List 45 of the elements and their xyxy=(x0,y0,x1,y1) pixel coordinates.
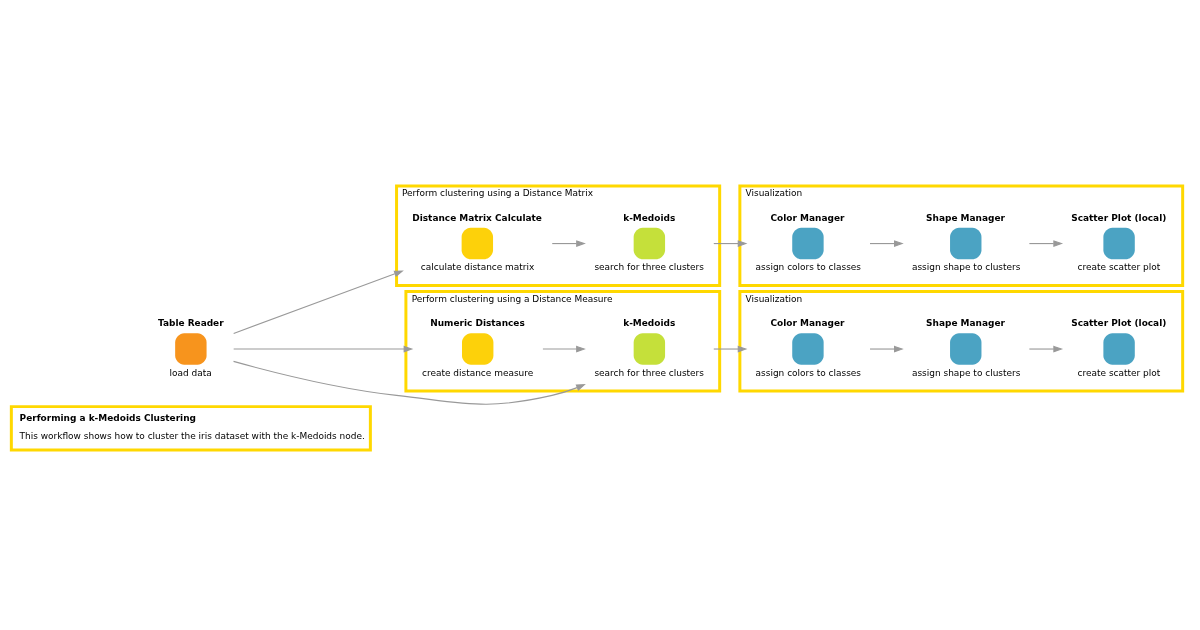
arrow xyxy=(542,345,586,353)
node-box: Performing a k-Medoids Clustering This workflow shows how to cluster the iris dataset with the k-Medoids node. xyxy=(9,405,372,452)
node-box xyxy=(950,333,982,365)
node-box xyxy=(1103,333,1135,365)
node-label: calculate distance matrix xyxy=(420,262,535,273)
node-label: Table Reader xyxy=(157,318,224,329)
arrow xyxy=(713,345,748,353)
node-label: assign colors to classes xyxy=(755,367,862,378)
node-box xyxy=(792,227,824,260)
arrow xyxy=(233,345,414,353)
node-box xyxy=(175,333,207,365)
node-label: create distance measure xyxy=(421,367,534,378)
node-label: Scatter Plot (local) xyxy=(1071,212,1167,223)
node-label: search for three clusters xyxy=(594,367,704,378)
arrow xyxy=(713,240,748,247)
node-box xyxy=(792,333,824,365)
node-box xyxy=(633,333,666,365)
node-box xyxy=(461,227,494,260)
arrow xyxy=(551,240,586,247)
node-box xyxy=(462,333,494,365)
node-box xyxy=(950,227,982,260)
node-label: Shape Manager xyxy=(926,212,1005,223)
arrow xyxy=(1028,345,1064,353)
node-label: load data xyxy=(169,367,212,378)
node-label: create scatter plot xyxy=(1077,262,1161,273)
arrow xyxy=(869,345,904,353)
node-label: Numeric Distances xyxy=(430,318,525,329)
node-label: Color Manager xyxy=(770,212,845,223)
node-label: assign shape to clusters xyxy=(911,262,1021,273)
node-label: assign colors to classes xyxy=(755,262,862,273)
node-box xyxy=(633,227,666,260)
node-label: k-Medoids xyxy=(623,212,676,223)
arrow xyxy=(1028,240,1064,247)
node-label: assign shape to clusters xyxy=(911,367,1021,378)
arrow xyxy=(869,240,904,247)
node-label: k-Medoids xyxy=(623,318,676,329)
arrow xyxy=(232,360,586,405)
node-label: Color Manager xyxy=(770,318,845,329)
node-label: Scatter Plot (local) xyxy=(1071,318,1167,329)
arrow xyxy=(233,270,404,335)
node-box xyxy=(1103,227,1135,260)
node-label: Shape Manager xyxy=(926,318,1005,329)
node-label: Distance Matrix Calculate xyxy=(412,212,542,223)
node-label: create scatter plot xyxy=(1077,367,1161,378)
node-label: search for three clusters xyxy=(594,262,704,273)
